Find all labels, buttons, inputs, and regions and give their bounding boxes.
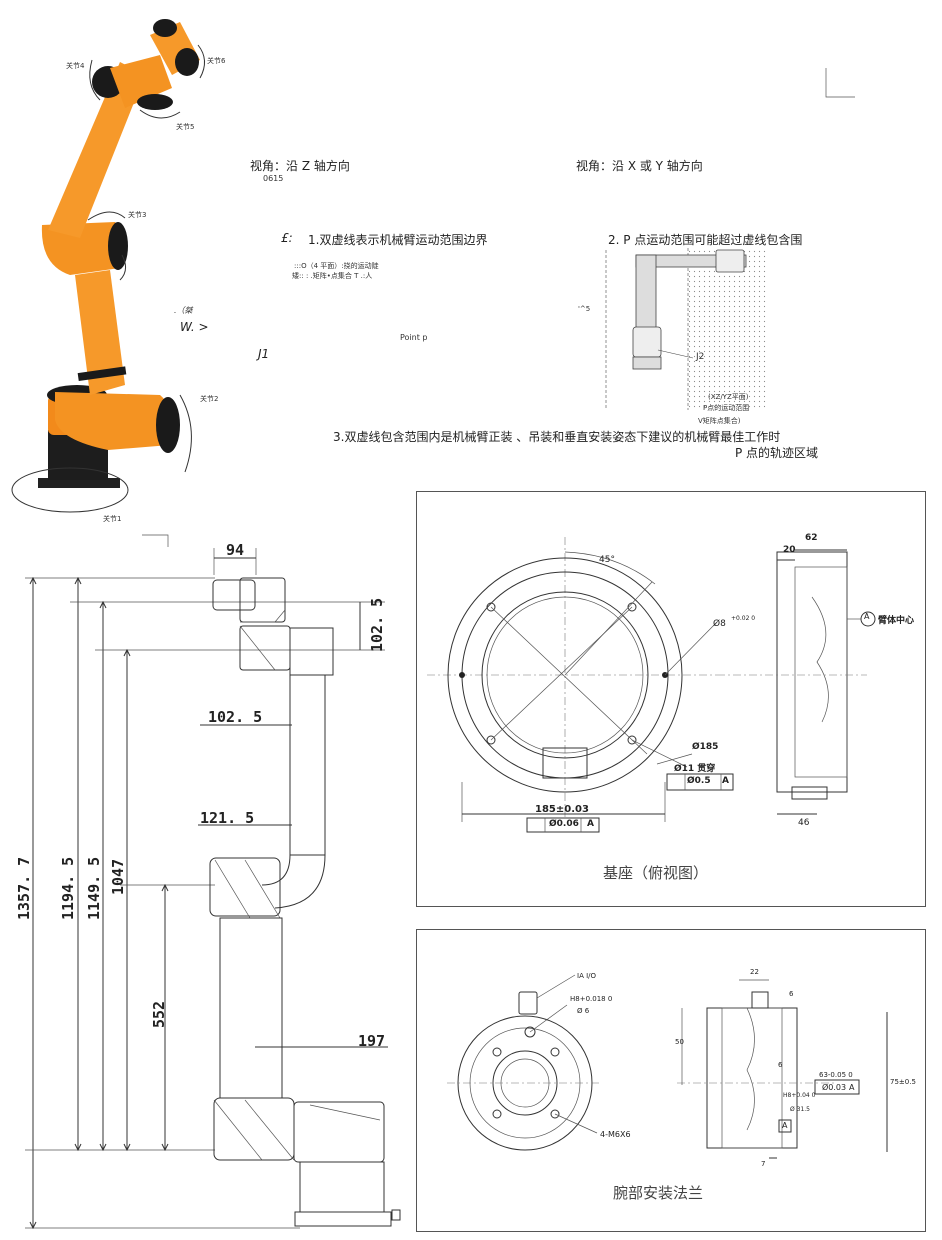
wrist-flange-caption: 腕部安装法兰	[613, 1184, 704, 1202]
wrist-flange-panel: IA I/O H8+0.018 0 Ø 6 4-M6X6 22 6 6 50 7…	[416, 929, 926, 1232]
label-5: '^5	[578, 305, 591, 313]
note-w1: .（桀	[174, 306, 193, 315]
dim-102-5-left: 102. 5	[208, 708, 263, 726]
code-label: 0615	[263, 174, 284, 183]
note2-text: 2. P 点运动范围可能超过虚线包含围	[608, 233, 803, 247]
dim-1149-5: 1149. 5	[85, 856, 103, 920]
robot-arm-illustration	[11, 19, 205, 513]
note1-prefix: £:	[281, 231, 293, 245]
wrist-tol-003-ref: A	[849, 1083, 855, 1092]
base-datum-text: 臂体中心	[878, 616, 915, 626]
wrist-d22-label: 22	[750, 968, 759, 976]
dim-1194-5: 1194. 5	[59, 856, 77, 920]
wrist-d63-label: 63-0.05 0	[819, 1071, 853, 1079]
zone-label-2: P点的运动范围	[703, 404, 750, 412]
corner-mark-mid-left	[142, 534, 169, 547]
wrist-d315-label: Ø 31.5	[790, 1106, 810, 1113]
dim-102-5-top: 102. 5	[368, 597, 386, 652]
base-top-view-panel: 45° Ø8 +0.02 0 Ø185 Ø11 贯穿 Ø0.5 A 185±0.…	[416, 491, 926, 907]
wrist-flange-drawing	[447, 974, 888, 1159]
side-dimension-drawing	[25, 548, 401, 1230]
wrist-d50-label: 50	[675, 1038, 684, 1046]
base-top-view-drawing	[427, 537, 876, 833]
zone-label-1: (XZ/YZ平面)	[708, 393, 749, 401]
base-d11-label: Ø11 贯穿	[674, 764, 716, 774]
dim-1047: 1047	[109, 858, 127, 895]
wrist-d7-label: 7	[761, 1160, 766, 1168]
base-d20-label: 20	[783, 545, 796, 555]
base-tol-05-ref: A	[722, 776, 729, 786]
dim-197: 197	[358, 1032, 386, 1050]
wrist-m6-label: 4-M6X6	[600, 1130, 631, 1139]
base-tol-006-ref: A	[587, 819, 594, 829]
wrist-d6-top: 6	[789, 990, 794, 998]
joint-label-2: 关节2	[200, 395, 219, 403]
dim-94: 94	[226, 541, 245, 559]
base-view-caption: 基座（俯视图）	[603, 864, 709, 882]
joint-label-1: 关节1	[103, 515, 122, 523]
base-datum-label: A	[864, 612, 870, 621]
joint-label-5: 关节5	[176, 123, 195, 131]
wrist-d6-mid: 6	[778, 1061, 783, 1069]
dim-121-5: 121. 5	[200, 809, 255, 827]
workspace-side-figure	[605, 248, 766, 410]
base-tol-05: Ø0.5	[687, 776, 711, 786]
wrist-d75-label: 75±0.5	[890, 1078, 916, 1086]
view-z-caption: 视角：沿 Z 轴方向	[250, 159, 350, 173]
j1-label: J1	[258, 347, 270, 361]
note3-line1: 3.双虚线包含范围内是机械臂正装 、吊装和垂直安装姿态下建议的机械臂最佳工作时	[333, 430, 781, 444]
point-p-label: Point p	[400, 333, 428, 342]
wrist-io-label: IA I/O	[577, 972, 597, 980]
note1-text: 1.双虚线表示机械臂运动范围边界	[308, 233, 488, 247]
wrist-h8-40-label: H8+0.04 0	[783, 1092, 816, 1099]
dim-552: 552	[150, 1000, 168, 1028]
wrist-tol-003: Ø0.03	[822, 1083, 847, 1092]
corner-mark-top-right	[825, 68, 855, 98]
base-d62-label: 62	[805, 533, 818, 543]
note1-sub2: 矮:: : .矩阵•点集合 T .:人	[292, 272, 373, 280]
joint-label-3: 关节3	[128, 211, 147, 219]
joint-label-4: 关节4	[66, 62, 85, 70]
dim-1357-7: 1357. 7	[15, 856, 33, 920]
wrist-datum-label: A	[782, 1121, 788, 1130]
base-d8-tol: +0.02 0	[731, 615, 756, 622]
note-w2: W. >	[180, 320, 209, 334]
zone-label-3: V矩阵点集合)	[698, 417, 741, 425]
base-d8-label: Ø8	[713, 619, 726, 629]
view-xy-caption: 视角：沿 X 或 Y 轴方向	[576, 159, 703, 173]
base-angle-label: 45°	[599, 555, 615, 565]
base-d185-tol: 185±0.03	[535, 804, 589, 815]
base-tol-006: Ø0.06	[549, 819, 579, 829]
j2-label: J2	[696, 352, 705, 362]
note1-sub1: :::O（4 平面）:挠的运动陡	[294, 262, 379, 270]
base-d46-label: 46	[798, 818, 810, 828]
wrist-h8-label: H8+0.018 0	[570, 995, 613, 1003]
wrist-d6-label: Ø 6	[577, 1007, 590, 1015]
note3-line2: P 点的轨迹区域	[735, 446, 819, 460]
base-d185-label: Ø185	[692, 742, 719, 752]
joint-label-6: 关节6	[207, 57, 226, 65]
